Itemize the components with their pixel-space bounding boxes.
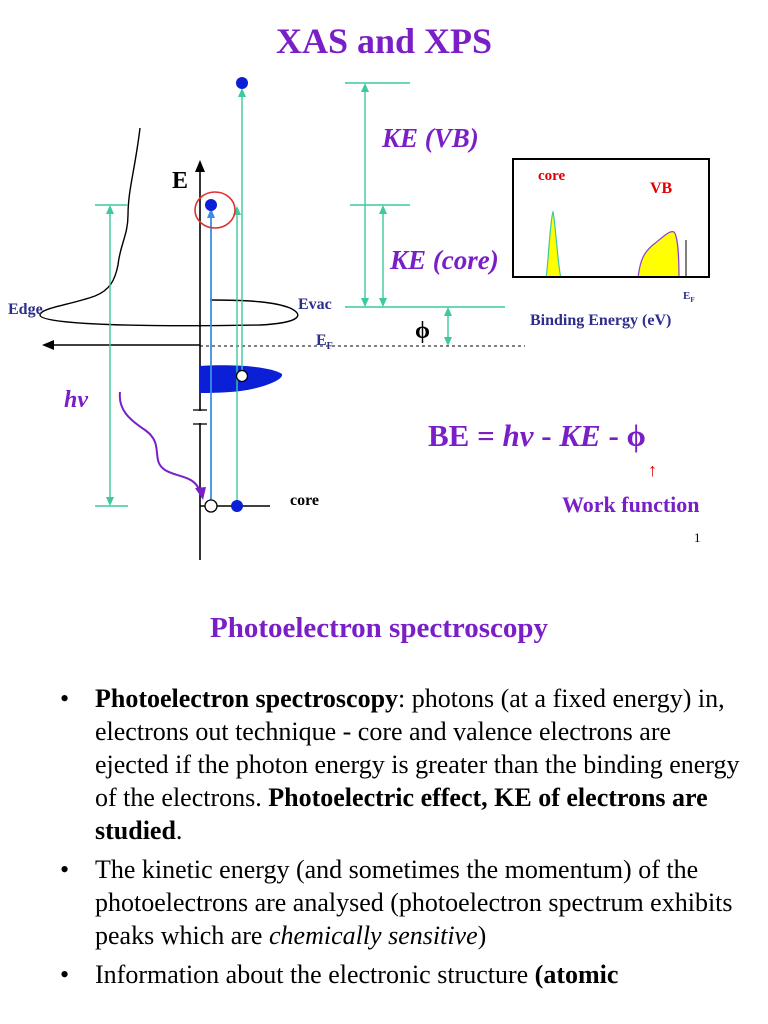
bullet-dot: • — [60, 960, 70, 989]
inset-core-label: core — [538, 168, 566, 184]
core-hole — [204, 499, 218, 513]
energy-diagram — [39, 77, 525, 560]
photon-wavy-arrow — [118, 391, 201, 493]
xas-edge-curve — [39, 127, 299, 327]
hv-label: hv — [64, 387, 88, 413]
electron-top — [236, 77, 248, 89]
page-number: 1 — [694, 530, 701, 545]
phi-symbol: ϕ — [415, 318, 430, 344]
ke-core-label: KE (core) — [390, 245, 499, 275]
xps-spectrum-inset: core VB — [512, 158, 710, 278]
bullet-dot: • — [60, 855, 70, 884]
slide: XAS and XPS — [8, 21, 710, 560]
bullet-list: • Photoelectron spectroscopy: photons (a… — [60, 682, 740, 997]
be-equation: BE = hv - KE - ϕ — [428, 418, 646, 453]
electron-excited — [205, 199, 217, 211]
inset-vb-label: VB — [650, 180, 673, 197]
page-2: Photoelectron spectroscopy • Photoelectr… — [0, 560, 768, 1024]
bullet-dot: • — [60, 684, 70, 713]
edge-label: Edge — [8, 301, 43, 318]
highlight-circle — [194, 191, 236, 229]
bullet-item: • Photoelectron spectroscopy: photons (a… — [60, 684, 740, 845]
ke-vb-label: KE (VB) — [382, 123, 479, 153]
core-electron — [231, 500, 243, 512]
xps-spectrum-plot — [545, 210, 687, 276]
energy-axis-label: E — [172, 168, 189, 194]
binding-energy-axis-label: Binding Energy (eV) — [530, 312, 672, 329]
bullet-item: • The kinetic energy (and sometimes the … — [60, 855, 733, 950]
core-peak — [545, 210, 562, 276]
bullet-item: • Information about the electronic struc… — [60, 960, 619, 989]
page-2-title: Photoelectron spectroscopy — [209, 612, 548, 644]
horizontal-axis-arrowhead — [42, 340, 54, 350]
vertical-axis-arrowhead — [195, 160, 205, 172]
work-function-label: Work function — [562, 492, 700, 517]
up-arrow: ↑ — [648, 460, 657, 480]
vb-hole — [235, 369, 249, 383]
slide-title: XAS and XPS — [275, 21, 493, 61]
evac-label: Evac — [298, 296, 332, 313]
fermi-label: EF — [316, 332, 333, 353]
inset-ef-label: EF — [683, 290, 695, 305]
vb-peak — [637, 231, 680, 276]
core-label: core — [290, 492, 320, 509]
